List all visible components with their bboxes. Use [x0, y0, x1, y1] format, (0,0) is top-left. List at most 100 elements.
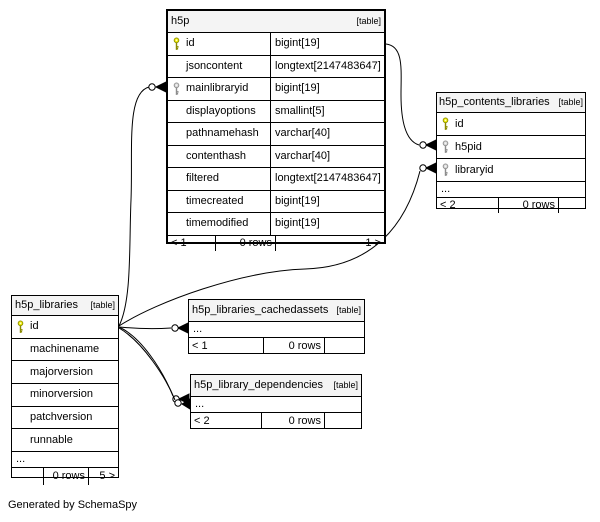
footer-children-count: [12, 468, 43, 485]
column-name-cell: timemodified: [168, 213, 270, 235]
table-header[interactable]: h5p_contents_libraries [table]: [437, 93, 585, 113]
column-type-cell: smallint[5]: [270, 100, 384, 122]
column-type: longtext[2147483647]: [275, 59, 381, 72]
table-tag: [table]: [356, 16, 381, 26]
ellipsis: ...: [16, 453, 26, 466]
column-name: runnable: [30, 433, 73, 446]
column-name-cell: pathnamehash: [168, 123, 270, 145]
ellipsis: ...: [193, 323, 203, 335]
column-type-cell: bigint[19]: [270, 213, 384, 235]
column-name-cell: libraryid: [437, 159, 585, 181]
footer-parents-count: [558, 198, 585, 213]
table-row[interactable]: contenthash varchar[40]: [168, 145, 384, 168]
primary-key-icon: [442, 117, 449, 130]
column-name: patchversion: [30, 411, 93, 424]
table-name: h5p_library_dependencies: [194, 379, 324, 391]
primary-key-icon: [173, 37, 180, 50]
column-name-cell: minorversion: [12, 384, 118, 406]
table-footer: 0 rows 5 >: [12, 468, 118, 486]
column-type-cell: bigint[19]: [270, 190, 384, 212]
table-row[interactable]: id bigint[19]: [168, 33, 384, 56]
ellipsis: ...: [441, 183, 451, 195]
primary-key-icon: [17, 320, 24, 333]
column-name-cell: displayoptions: [168, 101, 270, 123]
table-h5p-header[interactable]: h5p [table]: [168, 11, 384, 33]
column-name: id: [186, 37, 195, 50]
footer-row-count: 0 rows: [215, 235, 275, 251]
column-name-cell: runnable: [12, 429, 118, 451]
column-name-cell: mainlibraryid: [168, 78, 270, 100]
table-row[interactable]: runnable: [12, 429, 118, 453]
footer-row-count: 0 rows: [498, 198, 558, 213]
table-header[interactable]: h5p_libraries_cachedassets [table]: [189, 300, 364, 322]
table-name: h5p: [171, 15, 190, 27]
footer-row-count: 0 rows: [261, 413, 324, 429]
table-row[interactable]: timecreated bigint[19]: [168, 190, 384, 213]
column-name-cell: filtered: [168, 168, 270, 190]
footer-parents-count: [324, 413, 361, 429]
footer-children-count: < 1: [171, 236, 187, 249]
table-row[interactable]: patchversion: [12, 407, 118, 430]
table-h5p-library-dependencies: h5p_library_dependencies [table] ... < 2…: [190, 374, 362, 429]
table-h5p-libraries-cachedassets: h5p_libraries_cachedassets [table] ... <…: [188, 299, 365, 354]
table-row[interactable]: timemodified bigint[19]: [168, 213, 384, 235]
column-name: jsoncontent: [186, 59, 243, 72]
table-row[interactable]: displayoptions smallint[5]: [168, 100, 384, 123]
edge-libraries-id-to-h5p-mainlibraryid: [118, 81, 167, 327]
ellipsis-row: ...: [191, 397, 361, 413]
table-row[interactable]: minorversion: [12, 384, 118, 407]
column-name: libraryid: [455, 163, 494, 176]
table-row[interactable]: id: [437, 113, 585, 136]
table-footer: < 1 0 rows 1 >: [168, 234, 384, 251]
column-name-cell: majorversion: [12, 361, 118, 383]
column-type-cell: varchar[40]: [270, 145, 384, 167]
column-type: bigint[19]: [275, 194, 320, 207]
column-name-cell: id: [168, 33, 270, 55]
column-name: id: [30, 320, 39, 333]
table-row[interactable]: mainlibraryid bigint[19]: [168, 78, 384, 101]
column-name: majorversion: [30, 365, 93, 378]
edge-h5p-id-to-contents-libraries-h5pid: [385, 43, 437, 151]
table-h5p-contents-libraries: h5p_contents_libraries [table] id h5pid …: [436, 92, 586, 213]
edge-libraries-id-to-cachedassets: [118, 322, 189, 334]
table-header[interactable]: h5p_libraries [table]: [12, 296, 118, 316]
table-row[interactable]: id: [12, 316, 118, 339]
ellipsis-row: ...: [437, 182, 585, 198]
table-footer: < 2 0 rows: [191, 413, 361, 429]
table-row[interactable]: h5pid: [437, 136, 585, 159]
column-type: longtext[2147483647]: [275, 172, 381, 185]
table-footer: < 2 0 rows: [437, 198, 585, 213]
foreign-key-icon: [442, 140, 449, 153]
table-tag: [table]: [336, 305, 361, 315]
table-row[interactable]: libraryid: [437, 159, 585, 182]
table-row[interactable]: machinename: [12, 339, 118, 362]
column-name: mainlibraryid: [186, 82, 249, 95]
edge-libraries-id-to-library-dependencies-1: [118, 326, 190, 405]
column-type: bigint[19]: [275, 82, 320, 95]
column-type-cell: varchar[40]: [270, 123, 384, 145]
table-h5p: h5p [table] id bigint[19] jsoncontent lo…: [166, 9, 386, 251]
column-name: timecreated: [186, 194, 244, 207]
column-type-cell: bigint[19]: [270, 78, 384, 100]
table-row[interactable]: majorversion: [12, 361, 118, 385]
column-type: bigint[19]: [275, 37, 320, 50]
table-row[interactable]: jsoncontent longtext[2147483647]: [168, 55, 384, 78]
column-type-cell: longtext[2147483647]: [270, 168, 384, 190]
table-name: h5p_contents_libraries: [439, 96, 550, 108]
column-name: id: [455, 117, 464, 130]
table-row[interactable]: pathnamehash varchar[40]: [168, 123, 384, 146]
column-name: timemodified: [186, 217, 249, 230]
column-name: minorversion: [30, 388, 93, 401]
table-name: h5p_libraries: [15, 299, 78, 311]
foreign-key-icon: [173, 82, 180, 95]
table-row[interactable]: filtered longtext[2147483647]: [168, 168, 384, 191]
footer-parents-count: [324, 338, 364, 354]
column-name-cell: jsoncontent: [168, 56, 270, 78]
footer-children-count: < 2: [440, 199, 456, 211]
column-name: filtered: [186, 172, 220, 185]
table-header[interactable]: h5p_library_dependencies [table]: [191, 375, 361, 397]
ellipsis-row: ...: [12, 452, 118, 469]
foreign-key-icon: [442, 163, 449, 176]
column-name-cell: patchversion: [12, 407, 118, 429]
